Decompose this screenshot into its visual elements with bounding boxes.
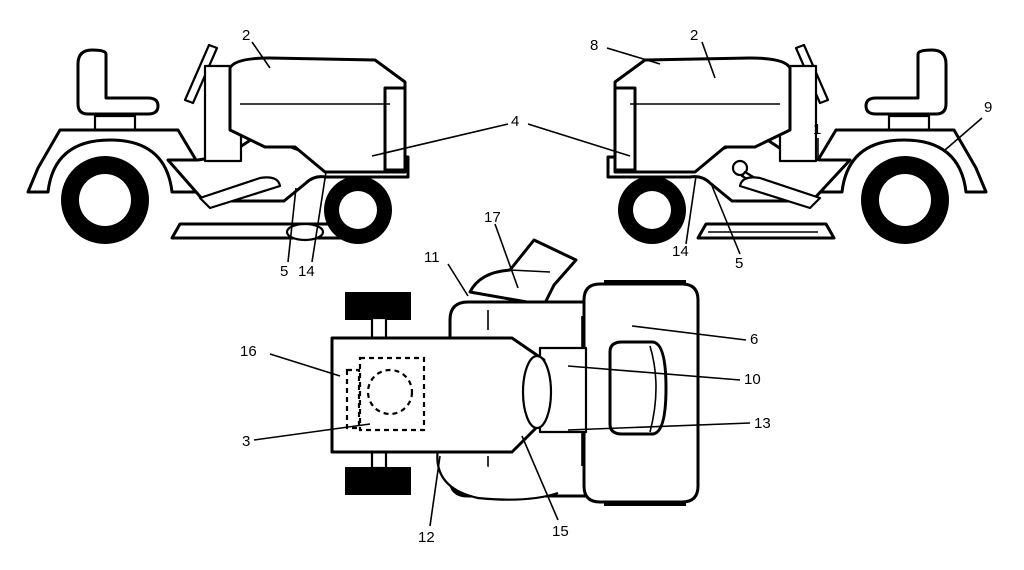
callout-14-left: 14	[298, 263, 315, 280]
callout-12: 12	[418, 529, 435, 546]
top-front-axle-upper	[370, 316, 388, 340]
top-discharge-chute	[468, 238, 578, 307]
left-steering-wheel	[183, 43, 219, 105]
left-rear-fender	[26, 128, 214, 194]
left-footrest	[198, 176, 282, 210]
callout-10: 10	[744, 371, 761, 388]
callout-2-right: 2	[690, 27, 698, 44]
right-hood-grille	[613, 86, 637, 172]
top-front-tire-lower	[345, 467, 411, 495]
right-rear-fender	[800, 128, 988, 194]
top-hood	[330, 336, 546, 454]
callout-11: 11	[424, 249, 440, 266]
top-discharge-hose	[436, 447, 559, 501]
callout-labels: 2 4 5 14 8 2 1 9 14 5 17 11 6 16 10 13 3…	[240, 27, 992, 546]
callout-17: 17	[484, 209, 501, 226]
callout-6: 6	[750, 331, 758, 348]
tractor-right-side-view	[606, 43, 988, 244]
top-seat	[608, 340, 668, 436]
tractor-left-side-view	[26, 43, 410, 244]
right-seat	[864, 48, 948, 116]
left-chute	[285, 222, 325, 242]
top-front-tire-upper	[345, 292, 411, 320]
callout-5-left: 5	[280, 263, 288, 280]
left-hood	[228, 56, 407, 174]
tractor-top-view	[330, 238, 700, 506]
right-footrest	[738, 176, 822, 210]
right-mower-deck	[696, 222, 836, 240]
left-seat-post	[93, 114, 137, 132]
left-hood-grille	[383, 86, 407, 172]
callout-2-left: 2	[242, 27, 250, 44]
callout-8: 8	[590, 37, 598, 54]
callout-15: 15	[552, 523, 569, 540]
leader-lines	[251, 41, 983, 527]
right-hood	[613, 56, 792, 174]
right-seat-post	[887, 114, 931, 132]
callout-4: 4	[511, 113, 519, 130]
callout-16: 16	[240, 343, 257, 360]
left-seat	[76, 48, 160, 116]
top-steering	[521, 354, 553, 430]
right-ignition-key	[731, 159, 749, 177]
callout-1: 1	[813, 121, 821, 138]
callout-14-right: 14	[672, 243, 689, 260]
callout-9: 9	[984, 99, 992, 116]
callout-5-right: 5	[735, 255, 743, 272]
callout-3: 3	[242, 433, 250, 450]
callout-13: 13	[754, 415, 771, 432]
